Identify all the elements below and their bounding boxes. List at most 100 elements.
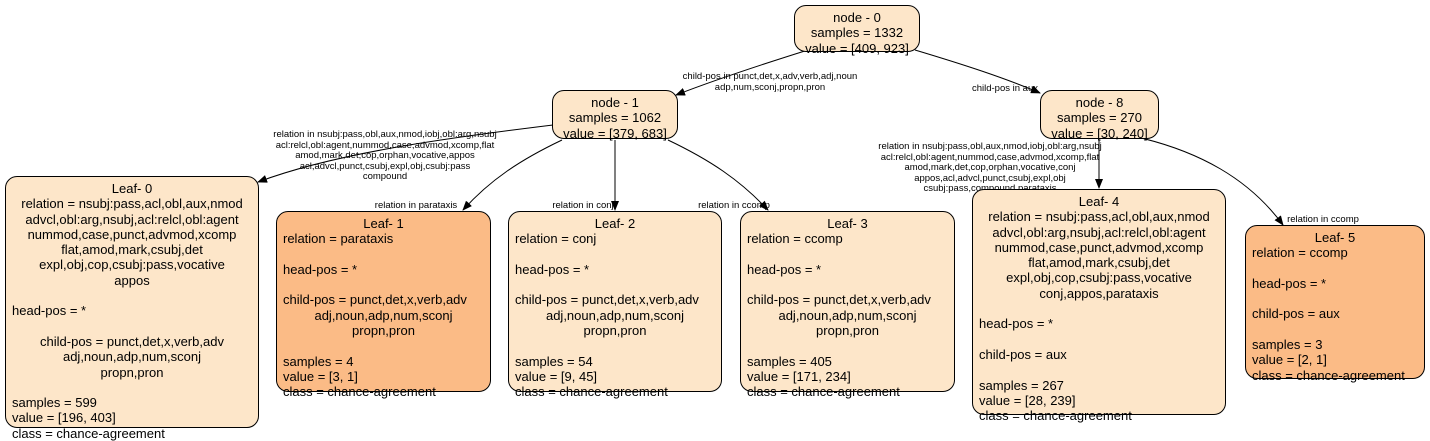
edge-node1-leaf3 — [667, 139, 769, 211]
edge-label-node1-leaf3: relation in ccomp — [686, 200, 782, 212]
tree-leaf-2-line — [515, 338, 715, 353]
tree-leaf-5-line — [1252, 261, 1418, 276]
edge-node1-leaf1 — [462, 139, 563, 211]
tree-leaf-5-line — [1252, 291, 1418, 306]
edge-label-node8-leaf4-line: relation in nsubj:pass,obl,aux,nmod,iobj… — [878, 141, 1102, 152]
tree-leaf-1-line: child-pos = punct,det,x,verb,adv — [283, 292, 467, 308]
edge-node0-node8 — [914, 49, 1041, 94]
tree-leaf-2-line: class = chance-agreement — [515, 384, 668, 400]
tree-leaf-5-line: child-pos = aux — [1252, 306, 1340, 322]
tree-leaf-3-line: value = [171, 234] — [747, 368, 851, 384]
tree-leaf-0-line — [12, 380, 252, 395]
edge-label-node1-leaf0-line: compound — [362, 171, 408, 182]
tree-leaf-0-line: samples = 599 — [12, 395, 97, 411]
edge-label-node1-leaf0-line: amod,mark,det,cop,orphan,vocative,appos — [295, 150, 475, 161]
tree-leaf-2-line: value = [9, 45] — [515, 368, 598, 384]
tree-leaf-0-line: propn,pron — [100, 364, 164, 380]
edge-label-node8-leaf4-line: appos,acl,advcl,punct,csubj,expl,obj — [914, 172, 1066, 184]
tree-leaf-2-line: adj,noun,adp,num,sconj — [545, 307, 685, 323]
edge-label-node8-leaf4: relation in nsubj:pass,obl,aux,nmod,iobj… — [855, 141, 1125, 195]
tree-leaf-2-line: propn,pron — [583, 323, 647, 339]
tree-leaf-4-line: relation = nsubj:pass,acl,obl,aux,nmod — [988, 209, 1210, 225]
edge-label-node1-leaf0: relation in nsubj:pass,obl,aux,nmod,iobj… — [250, 129, 520, 183]
tree-leaf-4-line: nummod,case,punct,advmod,xcomp — [994, 239, 1204, 255]
tree-node-0-line: samples = 1332 — [810, 25, 904, 41]
tree-leaf-0-line: relation = nsubj:pass,acl,obl,aux,nmod — [21, 196, 243, 212]
tree-leaf-5-line: samples = 3 — [1252, 337, 1323, 353]
tree-leaf-1-line — [283, 338, 484, 353]
tree-leaf-4-line: expl,obj,cop,csubj:pass,vocative — [1006, 270, 1192, 286]
tree-leaf-1-line — [283, 277, 484, 292]
tree-leaf-4-line: Leaf- 4 — [1078, 194, 1120, 209]
tree-leaf-0-line: adj,noun,adp,num,sconj — [62, 349, 202, 365]
tree-leaf-0-line: expl,obj,cop,csubj:pass,vocative — [39, 257, 225, 273]
tree-leaf-1-line: class = chance-agreement — [283, 384, 436, 400]
tree-leaf-4-line — [979, 301, 1219, 316]
edge-node1-leaf0 — [257, 124, 554, 183]
tree-leaf-0-line: value = [196, 403] — [12, 410, 116, 426]
tree-leaf-3-line: propn,pron — [816, 323, 879, 339]
edge-label-node0-node1-line: child-pos in punct,det,x,adv,verb,adj,no… — [682, 71, 858, 82]
edge-label-node1-leaf1-line: relation in parataxis — [374, 200, 458, 211]
tree-leaf-1-line — [283, 247, 484, 262]
tree-leaf-0-line — [12, 319, 252, 334]
tree-leaf-2-line: child-pos = punct,det,x,verb,adv — [515, 292, 699, 308]
tree-leaf-1-line: propn,pron — [352, 323, 415, 339]
edge-label-node8-leaf4-line: acl:relcl,obl:agent,nummod,case,advmod,x… — [880, 151, 1100, 163]
tree-leaf-1-line: relation = parataxis — [283, 231, 394, 247]
edge-label-node8-leaf5: relation in ccomp — [1278, 214, 1368, 226]
tree-leaf-0-line: appos — [114, 272, 150, 288]
tree-leaf-5-line: class = chance-agreement — [1252, 367, 1405, 383]
tree-leaf-3-line — [747, 338, 948, 353]
edge-label-node8-leaf4-line: csubj:pass,compound,parataxis — [855, 183, 1125, 195]
tree-leaf-1-line: adj,noun,adp,num,sconj — [314, 307, 453, 323]
tree-leaf-0-line: head-pos = * — [12, 303, 87, 319]
tree-node-8-line: node - 8 — [1075, 95, 1124, 110]
tree-leaf-0-line — [12, 288, 252, 303]
edge-label-node1-leaf1: relation in parataxis — [366, 200, 466, 212]
tree-leaf-3-line: Leaf- 3 — [827, 216, 868, 231]
tree-leaf-2-line — [515, 247, 715, 262]
tree-leaf-4-line: conj,appos,parataxis — [1039, 285, 1159, 301]
tree-node-0-line: value = [409, 923] — [805, 40, 909, 56]
edge-node8-leaf5 — [1127, 134, 1284, 226]
tree-leaf-5-line: value = [2, 1] — [1252, 352, 1327, 368]
tree-node-1-line: node - 1 — [591, 95, 639, 110]
edge-label-node0-node8-line: child-pos in aux — [971, 83, 1038, 94]
tree-leaf-4-line: advcl,obl:arg,nsubj,acl:relcl,obl:agent — [992, 224, 1206, 240]
tree-leaf-0-line: Leaf- 0 — [111, 181, 153, 196]
edge-label-node1-leaf2: relation in conj — [543, 200, 623, 212]
tree-leaf-3-line: relation = ccomp — [747, 231, 843, 247]
tree-leaf-2-line — [515, 277, 715, 292]
tree-leaf-0-line: advcl,obl:arg,nsubj,acl:relcl,obl:agent — [25, 211, 239, 227]
tree-leaf-4-line — [979, 332, 1219, 347]
tree-leaf-5-line: Leaf- 5 — [1314, 230, 1356, 245]
tree-leaf-4-line: value = [28, 239] — [979, 392, 1076, 408]
edge-label-node1-leaf0-line: acl,advcl,punct,csubj,expl,obj,csubj:pas… — [299, 160, 471, 172]
tree-leaf-4-line: flat,amod,mark,csubj,det — [1028, 255, 1170, 271]
edge-label-node1-leaf3-line: relation in ccomp — [698, 200, 770, 211]
tree-leaf-1-line: value = [3, 1] — [283, 368, 358, 384]
tree-node-8-line: samples = 270 — [1057, 110, 1142, 126]
tree-leaf-2-line: relation = conj — [515, 231, 597, 247]
tree-leaf-5-line: relation = ccomp — [1252, 245, 1348, 261]
tree-leaf-1-line: head-pos = * — [283, 261, 358, 277]
tree-node-1-line: samples = 1062 — [568, 110, 662, 126]
tree-node-0-line: node - 0 — [833, 10, 881, 25]
edge-label-node0-node8: child-pos in aux — [960, 83, 1050, 95]
tree-leaf-2-line: Leaf- 2 — [594, 216, 636, 231]
tree-leaf-5-line — [1252, 322, 1418, 337]
tree-leaf-5-line: head-pos = * — [1252, 275, 1327, 291]
tree-leaf-0-line: child-pos = punct,det,x,verb,adv — [40, 333, 224, 349]
tree-node-8-line: value = [30, 240] — [1051, 125, 1148, 141]
tree-leaf-0-line: nummod,case,punct,advmod,xcomp — [27, 226, 237, 242]
tree-leaf-3-line: class = chance-agreement — [747, 384, 900, 400]
